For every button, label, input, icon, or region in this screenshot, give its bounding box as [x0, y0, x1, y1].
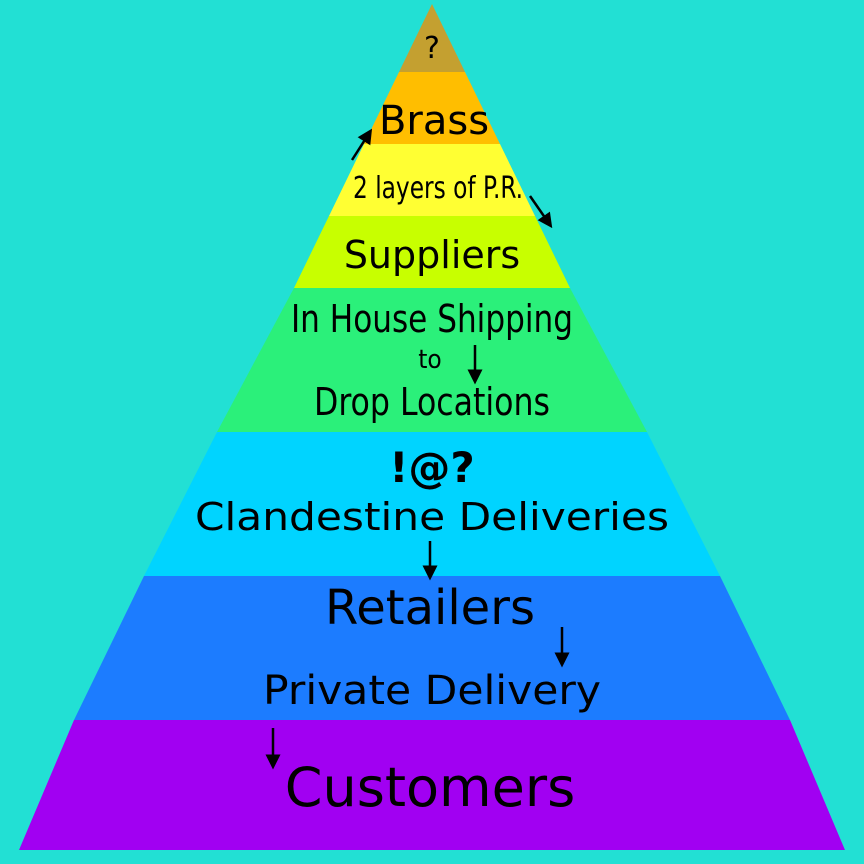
tier-shipping-line3: Drop Locations	[314, 380, 550, 424]
tier-clandestine-symbols: !@?	[389, 443, 475, 492]
tier-clandestine-band	[144, 432, 720, 576]
arrow-pr-to-brass	[350, 128, 373, 161]
tier-suppliers-label: Suppliers	[344, 233, 520, 277]
tier-retailers-band	[74, 576, 790, 720]
tier-shipping-band	[217, 288, 647, 432]
tier-retailers-label: Retailers	[325, 580, 535, 636]
arrow-pr-to-suppliers	[528, 195, 553, 229]
tier-top-band	[399, 4, 465, 72]
tier-shipping-line1: In House Shipping	[291, 297, 573, 341]
tier-shipping-line2: to	[418, 345, 441, 375]
tier-brass-label: Brass	[379, 98, 489, 144]
tier-pr-label: 2 layers of P.R.	[353, 171, 523, 206]
tier-suppliers-band	[294, 216, 570, 288]
tier-top-label: ?	[424, 31, 440, 66]
tier-brass-band	[364, 72, 500, 144]
tier-clandestine-label: Clandestine Deliveries	[195, 495, 669, 539]
tier-customers-band	[19, 720, 845, 850]
tier-customers-label: Customers	[285, 756, 575, 819]
tier-pr-band	[329, 144, 535, 216]
tier-retailers-sublabel: Private Delivery	[263, 668, 601, 714]
